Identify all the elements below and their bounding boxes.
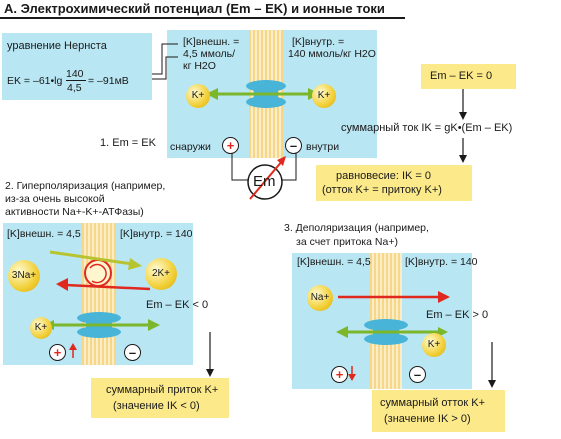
equilibrium-box <box>316 165 472 201</box>
panel2-membrane <box>82 223 116 365</box>
panel3-result-box <box>372 390 505 432</box>
panel2-2k-ion: 2K+ <box>145 258 177 290</box>
em-ek-zero-box <box>421 64 516 89</box>
panel3-plus-sign: + <box>331 366 348 383</box>
sec3-heading-1: 3. Деполяризация (например, <box>284 222 429 234</box>
page-title: А. Электрохимический потенциал (Em – EK)… <box>4 1 385 16</box>
panel2-2k-label: 2K+ <box>151 268 171 279</box>
panel1-k-out-1: [K]внешн. = <box>183 36 240 48</box>
nernst-rhs: = –91мВ <box>88 75 129 87</box>
panel3-result-2: (значение IK > 0) <box>384 413 471 425</box>
panel1-ion-right: K+ <box>312 84 336 108</box>
panel1-k-out-2: 4,5 ммоль/ <box>183 48 236 60</box>
panel3-k-ion: K+ <box>422 333 446 357</box>
panel2-k-label: K+ <box>34 322 48 333</box>
panel3-k-label: K+ <box>427 339 441 350</box>
panel2-k-out: [K]внешн. = 4,5 <box>7 228 81 240</box>
net-current-text: суммарный ток IK = gK•(Em – EK) <box>341 122 513 134</box>
panel2-k-ion: K+ <box>30 317 52 339</box>
panel3-na-label: Na+ <box>310 292 330 303</box>
panel1-plus-sign: + <box>222 137 239 154</box>
em-label: Em <box>253 173 276 190</box>
panel2-diff: Em – EK < 0 <box>146 299 209 311</box>
panel2-plus-sign: + <box>49 344 66 361</box>
panel3-minus-sign: – <box>409 366 426 383</box>
nernst-box <box>2 33 152 100</box>
panel1-ion-left: K+ <box>186 84 210 108</box>
nernst-frac-den: 4,5 <box>67 82 82 94</box>
panel2-result-1: суммарный приток K+ <box>106 384 219 396</box>
panel1-k-in-1: [K]внутр. = <box>292 36 345 48</box>
panel1-numbered-label: 1. Em = EK <box>100 137 156 149</box>
panel3-k-out: [K]внешн. = 4,5 <box>297 256 371 268</box>
panel2-3na-label: 3Na+ <box>11 270 37 281</box>
panel1-ion-left-label: K+ <box>191 90 205 101</box>
panel1-minus-sign: – <box>285 137 302 154</box>
nernst-lhs: EK = –61•lg <box>7 75 63 87</box>
sec3-heading-2: за счет притока Na+) <box>296 236 398 248</box>
equilibrium-line1: равновесие: IK = 0 <box>336 170 432 182</box>
title-underline <box>0 17 405 19</box>
panel2-3na-ion: 3Na+ <box>8 260 40 292</box>
panel1-k-in-2: 140 ммоль/кг H2O <box>288 48 376 60</box>
panel1-ion-right-label: K+ <box>317 90 331 101</box>
panel2-result-2: (значение IK < 0) <box>113 400 200 412</box>
em-ek-zero-text: Em – EK = 0 <box>430 70 493 82</box>
nernst-frac-bar <box>66 80 86 81</box>
panel3-result-1: суммарный отток K+ <box>380 397 485 409</box>
panel1-outside-label: снаружи <box>170 141 211 153</box>
panel2-k-in: [K]внутр. = 140 <box>120 228 193 240</box>
sec2-heading-3: активности Na+-K+-АТФазы) <box>5 206 144 218</box>
panel3-na-ion: Na+ <box>307 285 333 311</box>
sec2-heading-1: 2. Гиперполяризация (например, <box>5 180 166 192</box>
panel2-result-box <box>91 378 229 418</box>
panel1-inside-label: внутри <box>306 141 340 153</box>
panel2-minus-sign: – <box>124 344 141 361</box>
panel3-k-in: [K]внутр. = 140 <box>405 256 478 268</box>
panel1-k-out-3: кг H2O <box>183 60 216 72</box>
nernst-frac-num: 140 <box>66 68 84 80</box>
nernst-label: уравнение Нернста <box>7 40 107 52</box>
equilibrium-line2: (отток K+ = притоку K+) <box>322 184 442 196</box>
panel3-diff: Em – EK > 0 <box>426 309 489 321</box>
sec2-heading-2: из-за очень высокой <box>5 193 105 205</box>
